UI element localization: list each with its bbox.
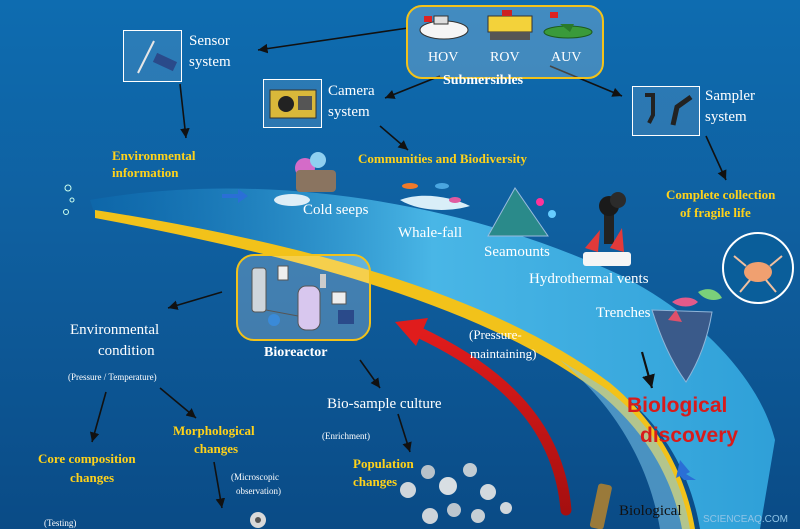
camera-label-2: system	[328, 104, 370, 120]
core-composition-label-2: changes	[70, 470, 115, 485]
fragile-life-circle	[722, 232, 794, 304]
microscope-cell-art	[250, 512, 266, 528]
fragile-label-1: Complete collection	[666, 187, 776, 202]
microscopic-label-1: (Microscopic	[231, 472, 279, 482]
submersibles-title: Submersibles	[443, 73, 524, 88]
seafloor-band	[90, 188, 775, 529]
whale-fall-label: Whale-fall	[398, 225, 463, 241]
hov-label: HOV	[428, 50, 459, 65]
morphological-label-1: Morphological	[173, 423, 255, 438]
current-arrow-right	[676, 460, 696, 480]
arrow-trench-discovery	[640, 351, 655, 389]
population-cells-art	[400, 463, 512, 524]
arrow-sensor-down	[179, 83, 190, 139]
arrow-morph-micro	[213, 461, 226, 509]
pressure-maintaining-label-1: (Pressure-	[469, 327, 522, 342]
bioreactor-icon	[251, 265, 354, 331]
whale-fall-art	[400, 183, 470, 210]
sampler-image-frame	[632, 86, 700, 136]
env-info-label-2: information	[112, 165, 179, 180]
arrow-bioreactor-culture	[359, 359, 381, 389]
auv-label: AUV	[551, 50, 582, 65]
population-label-1: Population	[353, 456, 414, 471]
fragile-label-2: of fragile life	[680, 205, 751, 220]
rov-label: ROV	[490, 50, 520, 65]
arrow-culture-pop	[397, 413, 412, 453]
biological-discovery-line-1: Biological	[627, 394, 728, 417]
env-info-label-1: Environmental	[112, 148, 196, 163]
arrow-camera-down	[379, 125, 409, 151]
sampler-arm-icon	[645, 93, 693, 126]
core-sample-tube-art	[589, 483, 612, 529]
sensor-image-frame	[123, 30, 182, 82]
pressure-temperature-label: (Pressure / Temperature)	[68, 372, 157, 382]
hydrothermal-vent-art	[583, 192, 631, 266]
bio-sample-culture-label: Bio-sample culture	[327, 396, 442, 412]
sensor-label-1: Sensor	[189, 33, 230, 49]
arrow-env-core	[89, 391, 107, 443]
left-bubbles-art	[63, 184, 75, 215]
trench-art	[651, 309, 713, 383]
auv-icon	[543, 12, 593, 39]
sensor-icon	[137, 40, 178, 74]
biological-discovery-line-2: discovery	[640, 424, 739, 447]
testing-label: (Testing)	[44, 518, 77, 528]
sampler-label-2: system	[705, 109, 747, 125]
microscopic-label-2: observation)	[236, 486, 281, 496]
sensor-label-2: system	[189, 54, 231, 70]
bioreactor-label: Bioreactor	[264, 345, 328, 360]
arrow-sub-to-camera	[384, 75, 441, 99]
core-composition-label-1: Core composition	[38, 451, 136, 466]
arrow-sub-to-sampler	[549, 65, 623, 97]
morphological-label-2: changes	[194, 441, 239, 456]
hydrothermal-vents-label: Hydrothermal vents	[529, 271, 649, 287]
seamount-art	[487, 187, 556, 237]
camera-image-frame	[263, 79, 322, 128]
sampler-label-1: Sampler	[705, 88, 755, 104]
lower-pale-band	[560, 360, 690, 529]
hov-icon	[419, 15, 469, 40]
cold-seep-art	[274, 152, 336, 206]
bottom-biological-label: Biological	[619, 503, 682, 519]
seamounts-label: Seamounts	[484, 244, 550, 260]
camera-label-1: Camera	[328, 83, 375, 99]
rov-icon	[487, 10, 533, 40]
arrow-bioreactor-left	[167, 291, 223, 310]
env-condition-label-2: condition	[98, 343, 155, 359]
env-condition-label-1: Environmental	[70, 322, 160, 338]
pressure-maintaining-arrow	[412, 326, 572, 516]
camera-icon	[269, 89, 317, 119]
trenches-label: Trenches	[596, 305, 651, 321]
pressure-maintaining-label-2: maintaining)	[470, 346, 537, 361]
arrow-sampler-down	[705, 135, 727, 181]
arrow-sub-to-sensor	[257, 27, 409, 54]
bioreactor-panel	[236, 254, 371, 341]
current-arrow-left	[222, 189, 248, 203]
watermark: SCIENCEAQ.COM	[703, 514, 789, 525]
enrichment-label: (Enrichment)	[322, 431, 370, 441]
pressure-arrow-head	[395, 318, 428, 346]
fish-art	[672, 289, 722, 307]
arrow-env-morph	[159, 387, 197, 419]
cold-seeps-label: Cold seeps	[303, 202, 369, 218]
communities-label: Communities and Biodiversity	[358, 151, 528, 166]
population-label-2: changes	[353, 474, 398, 489]
